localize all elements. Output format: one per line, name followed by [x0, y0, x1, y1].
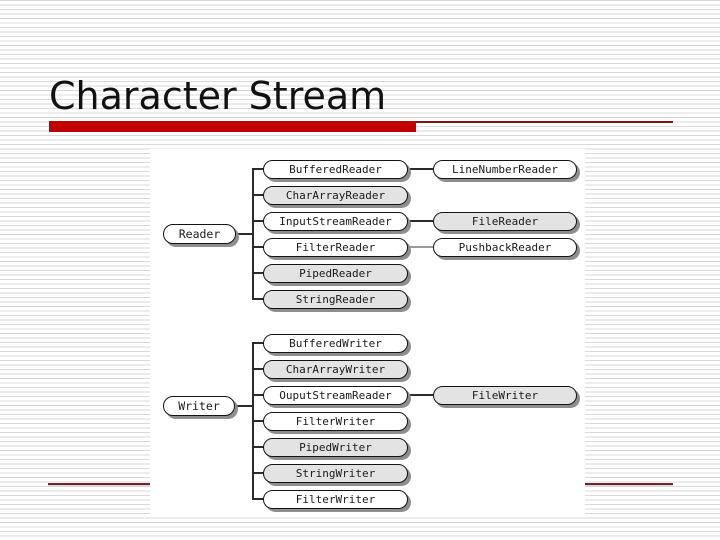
- box-char-array-writer-label: CharArrayWriter: [285, 363, 386, 376]
- connector-writer-to-trunk: [235, 405, 252, 407]
- connector-stub-piped-reader: [252, 272, 264, 274]
- box-buffered-writer-label: BufferedWriter: [289, 337, 382, 350]
- box-pushback-reader: PushbackReader: [433, 238, 577, 257]
- title-underline-thin-line: [416, 121, 673, 123]
- box-string-reader-label: StringReader: [295, 293, 376, 306]
- box-reader-root-label: Reader: [178, 227, 221, 241]
- connector-input-stream-to-file-reader: [408, 220, 433, 222]
- box-file-reader: FileReader: [433, 212, 577, 231]
- connector-stub-filter-writer-1: [252, 420, 264, 422]
- box-char-array-reader-label: CharArrayReader: [285, 189, 386, 202]
- box-char-array-reader: CharArrayReader: [263, 186, 408, 205]
- connector-stub-input-stream-reader: [252, 220, 264, 222]
- box-writer-root: Writer: [163, 396, 235, 416]
- box-file-reader-label: FileReader: [471, 215, 539, 228]
- box-reader-root: Reader: [163, 224, 236, 244]
- connector-stub-ouput-stream-reader: [252, 394, 264, 396]
- connector-filter-to-pushback: [408, 246, 433, 248]
- box-piped-reader: PipedReader: [263, 264, 408, 283]
- connector-reader-to-trunk: [236, 233, 252, 235]
- box-buffered-reader-label: BufferedReader: [289, 163, 382, 176]
- box-char-array-writer: CharArrayWriter: [263, 360, 408, 379]
- box-filter-writer-2: FilterWriter: [263, 490, 408, 509]
- box-buffered-reader: BufferedReader: [263, 160, 408, 179]
- box-input-stream-reader: InputStreamReader: [263, 212, 408, 231]
- connector-stub-filter-reader: [252, 246, 264, 248]
- box-ouput-stream-reader: OuputStreamReader: [263, 386, 408, 405]
- connector-stub-string-writer: [252, 472, 264, 474]
- box-piped-writer: PipedWriter: [263, 438, 408, 457]
- connector-stub-char-array-reader: [252, 194, 264, 196]
- box-piped-reader-label: PipedReader: [299, 267, 372, 280]
- box-buffered-writer: BufferedWriter: [263, 334, 408, 353]
- connector-stub-filter-writer-2: [252, 498, 264, 500]
- box-ouput-stream-reader-label: OuputStreamReader: [279, 389, 392, 402]
- connector-stub-piped-writer: [252, 446, 264, 448]
- box-file-writer-label: FileWriter: [471, 389, 539, 402]
- connector-stub-buffered-reader: [252, 168, 264, 170]
- box-line-number-reader: LineNumberReader: [433, 160, 577, 179]
- box-piped-writer-label: PipedWriter: [299, 441, 372, 454]
- connector-stub-char-array-writer: [252, 368, 264, 370]
- connector-reader-trunk: [252, 169, 254, 300]
- slide-title: Character Stream: [49, 74, 387, 118]
- title-underline-bar: [49, 121, 416, 132]
- box-filter-writer-1-label: FilterWriter: [295, 415, 376, 428]
- box-filter-reader-label: FilterReader: [295, 241, 376, 254]
- box-filter-writer-2-label: FilterWriter: [295, 493, 376, 506]
- connector-stub-buffered-writer: [252, 342, 264, 344]
- box-writer-root-label: Writer: [178, 399, 220, 413]
- box-filter-writer-1: FilterWriter: [263, 412, 408, 431]
- box-string-writer-label: StringWriter: [295, 467, 376, 480]
- box-filter-reader: FilterReader: [263, 238, 408, 257]
- box-string-writer: StringWriter: [263, 464, 408, 483]
- connector-ouput-stream-to-file-writer: [408, 394, 433, 396]
- box-file-writer: FileWriter: [433, 386, 577, 405]
- box-input-stream-reader-label: InputStreamReader: [279, 215, 392, 228]
- box-pushback-reader-label: PushbackReader: [458, 241, 552, 254]
- box-line-number-reader-label: LineNumberReader: [452, 163, 558, 176]
- box-string-reader: StringReader: [263, 290, 408, 309]
- connector-stub-string-reader: [252, 298, 264, 300]
- connector-buffered-to-line-number: [408, 168, 433, 170]
